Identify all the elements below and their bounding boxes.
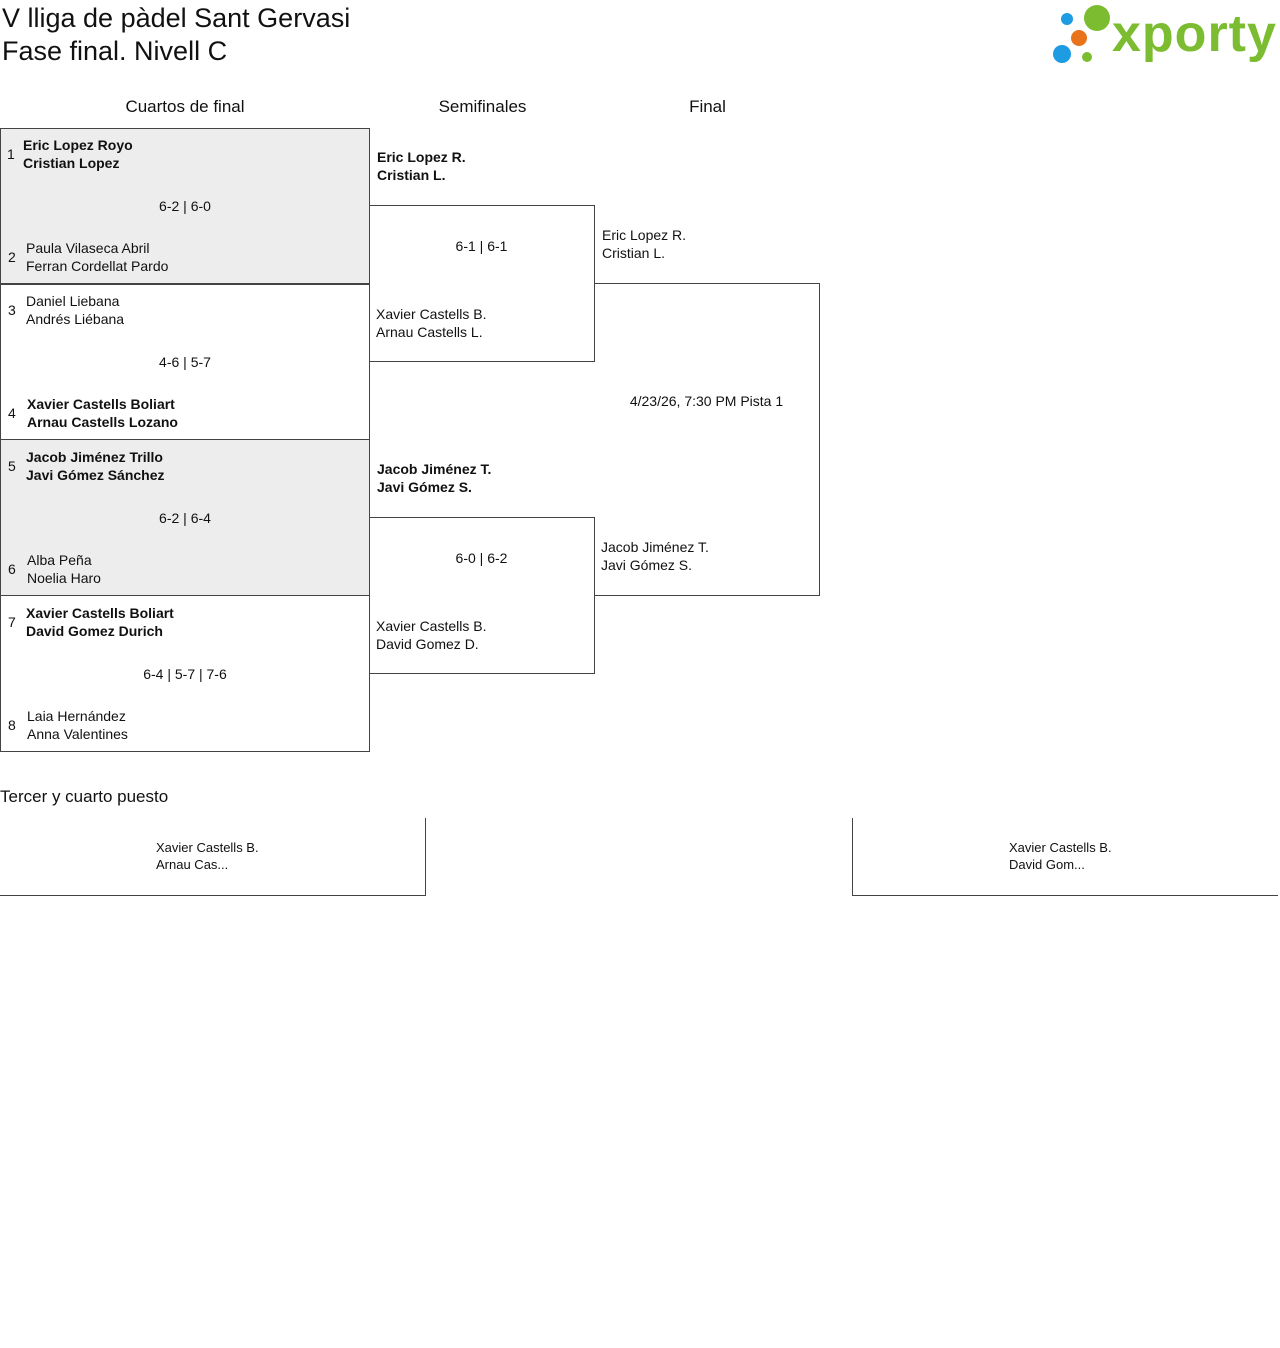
team-line: Daniel Liebana [26,293,120,309]
seed-number: 2 [8,249,16,265]
team-line: Eric Lopez Royo [23,137,133,153]
team-line: Cristian Lopez [23,155,120,171]
third-place-heading: Tercer y cuarto puesto [0,787,169,806]
team-line: David Gomez D. [376,636,479,652]
semifinal-match-1[interactable]: 6-1 | 6-1 Xavier Castells B. Arnau Caste… [369,205,595,362]
team-line: Xavier Castells Boliart [27,396,175,412]
third-place-left-divider [425,818,426,896]
match-score: 4-6 | 5-7 [159,354,211,370]
quarterfinal-match-3[interactable]: 5 Jacob Jiménez Trillo Javi Gómez Sánche… [0,439,370,596]
team-line: David Gomez Durich [26,623,163,639]
team-line: Xavier Castells B. [376,618,487,634]
quarterfinal-match-2[interactable]: 3 Daniel Liebana Andrés Liébana 4-6 | 5-… [0,283,370,440]
final-team-top-line: Eric Lopez R. [602,227,687,243]
final-schedule: 4/23/26, 7:30 PM Pista 1 [629,393,784,409]
match-score: 6-2 | 6-0 [159,198,211,214]
final-match[interactable]: 4/23/26, 7:30 PM Pista 1 Jacob Jiménez T… [594,283,820,596]
seed-number: 8 [8,717,16,733]
third-place-team-right-line: David Gom... [1009,857,1085,872]
quarterfinal-match-1[interactable]: 1 Eric Lopez Royo Cristian Lopez 6-2 | 6… [0,128,370,285]
team-line: Laia Hernández [27,708,126,724]
team-line: Xavier Castells B. [376,306,487,322]
team-line: Javi Gómez Sánchez [26,467,165,483]
team-line: Xavier Castells Boliart [26,605,174,621]
semifinal-match-2[interactable]: 6-0 | 6-2 Xavier Castells B. David Gomez… [369,517,595,674]
seed-number: 7 [8,614,16,630]
semifinal-2-team-top-line: Jacob Jiménez T. [377,461,492,477]
team-line: Paula Vilaseca Abril [26,240,150,256]
team-line: Ferran Cordellat Pardo [26,258,169,274]
match-score: 6-0 | 6-2 [455,550,508,566]
match-score: 6-1 | 6-1 [455,238,508,254]
match-score: 6-4 | 5-7 | 7-6 [143,666,227,682]
team-line: Jacob Jiménez T. [601,539,709,555]
seed-number: 6 [8,561,16,577]
semifinal-1-team-top-line: Cristian L. [377,167,446,183]
team-line: Andrés Liébana [26,311,125,327]
team-line: Arnau Castells Lozano [27,414,178,430]
third-place-right-divider [852,818,853,896]
seed-number: 3 [8,302,16,318]
logo-wordmark: xporty [1112,5,1277,63]
semifinal-1-team-top-line: Eric Lopez R. [377,149,466,165]
third-place-left-bottom-line [0,895,426,896]
tournament-title: V lliga de pàdel Sant Gervasi [2,3,351,33]
team-line: Noelia Haro [27,570,101,586]
semifinal-2-team-top-line: Javi Gómez S. [377,479,472,495]
round-heading-semifinals: Semifinales [438,97,527,116]
round-heading-final: Final [689,97,726,116]
third-place-team-right-line: Xavier Castells B. [1009,840,1112,855]
seed-number: 1 [7,146,15,162]
round-heading-quarterfinals: Cuartos de final [125,97,245,116]
quarterfinal-match-4[interactable]: 7 Xavier Castells Boliart David Gomez Du… [0,595,370,752]
third-place-right-bottom-line [852,895,1278,896]
team-line: Arnau Castells L. [376,324,483,340]
third-place-team-left-line: Xavier Castells B. [156,840,259,855]
third-place-team-left-line: Arnau Cas... [156,857,229,872]
team-line: Jacob Jiménez Trillo [26,449,163,465]
final-team-top-line: Cristian L. [602,245,666,261]
match-score: 6-2 | 6-4 [159,510,211,526]
team-line: Alba Peña [27,552,92,568]
phase-subtitle: Fase final. Nivell C [2,36,228,66]
team-line: Anna Valentines [27,726,128,742]
xporty-logo: xporty [1050,4,1280,68]
seed-number: 4 [8,405,16,421]
seed-number: 5 [8,458,16,474]
logo-dots-icon [1053,5,1110,63]
team-line: Javi Gómez S. [601,557,693,573]
